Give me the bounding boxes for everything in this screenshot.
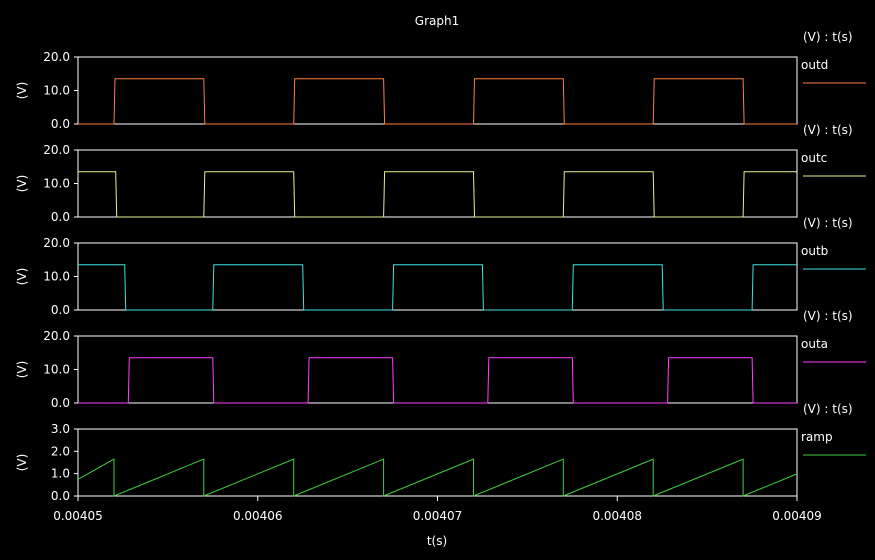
y-tick-label: 20.0 (43, 236, 70, 250)
y-tick-label: 20.0 (43, 329, 70, 343)
panel-frame (77, 56, 798, 125)
series-line-ramp (77, 458, 798, 497)
y-tick-label: 10.0 (43, 84, 70, 98)
x-tick-label: 0.00408 (592, 509, 642, 523)
x-axis-label: t(s) (427, 534, 447, 548)
x-tick-label: 0.00405 (53, 509, 103, 523)
y-tick-label: 0.0 (51, 303, 70, 317)
x-axis: 0.00405 0.00406 0.00407 0.00408 0.00409 (53, 496, 822, 523)
chart-panels: 20.0 10.0 0.0 (V) (V) : t(s) outd 20.0 10.0 0.0 (… (15, 30, 866, 503)
y-axis-label: (V) (15, 454, 29, 472)
panel-frame (77, 335, 798, 404)
y-tick-label: 20.0 (43, 143, 70, 157)
panel-outa: 20.0 10.0 0.0 (V) (V) : t(s) outa (15, 309, 866, 410)
x-tick-label: 0.00407 (413, 509, 463, 523)
y-tick-label: 2.0 (51, 444, 70, 458)
unit-label: (V) : t(s) (803, 216, 853, 230)
y-axis-label: (V) (15, 361, 29, 379)
legend-label-outa: outa (801, 337, 828, 351)
panel-outd: 20.0 10.0 0.0 (V) (V) : t(s) outd (15, 30, 866, 131)
panel-outc: 20.0 10.0 0.0 (V) (V) : t(s) outc (15, 123, 866, 224)
series-line-outc (78, 171, 797, 218)
unit-label: (V) : t(s) (803, 30, 853, 44)
y-axis-label: (V) (15, 175, 29, 193)
legend-label-ramp: ramp (801, 430, 833, 444)
y-tick-label: 10.0 (43, 363, 70, 377)
legend-label-outc: outc (801, 151, 827, 165)
unit-label: (V) : t(s) (803, 309, 853, 323)
unit-label: (V) : t(s) (803, 402, 853, 416)
y-tick-label: 0.0 (51, 489, 70, 503)
x-tick-label: 0.00406 (233, 509, 283, 523)
panel-frame (77, 242, 798, 311)
panel-ramp: 3.0 2.0 1.0 0.0 (V) (V) : t(s) ramp (15, 402, 866, 503)
legend-label-outb: outb (801, 244, 828, 258)
y-tick-label: 3.0 (51, 422, 70, 436)
y-tick-label: 0.0 (51, 117, 70, 131)
y-tick-label: 0.0 (51, 210, 70, 224)
y-tick-label: 20.0 (43, 50, 70, 64)
panel-outb: 20.0 10.0 0.0 (V) (V) : t(s) outb (15, 216, 866, 317)
y-tick-label: 0.0 (51, 396, 70, 410)
unit-label: (V) : t(s) (803, 123, 853, 137)
panel-frame (77, 428, 798, 497)
legend-label-outd: outd (801, 58, 828, 72)
y-tick-label: 10.0 (43, 270, 70, 284)
x-tick-label: 0.00409 (772, 509, 822, 523)
y-tick-label: 1.0 (51, 467, 70, 481)
series-line-outa (78, 357, 797, 404)
y-axis-label: (V) (15, 82, 29, 100)
y-tick-label: 10.0 (43, 177, 70, 191)
series-line-outb (78, 264, 797, 311)
panel-frame (77, 149, 798, 218)
chart-title: Graph1 (415, 14, 459, 28)
series-line-outd (78, 78, 797, 125)
y-axis-label: (V) (15, 268, 29, 286)
